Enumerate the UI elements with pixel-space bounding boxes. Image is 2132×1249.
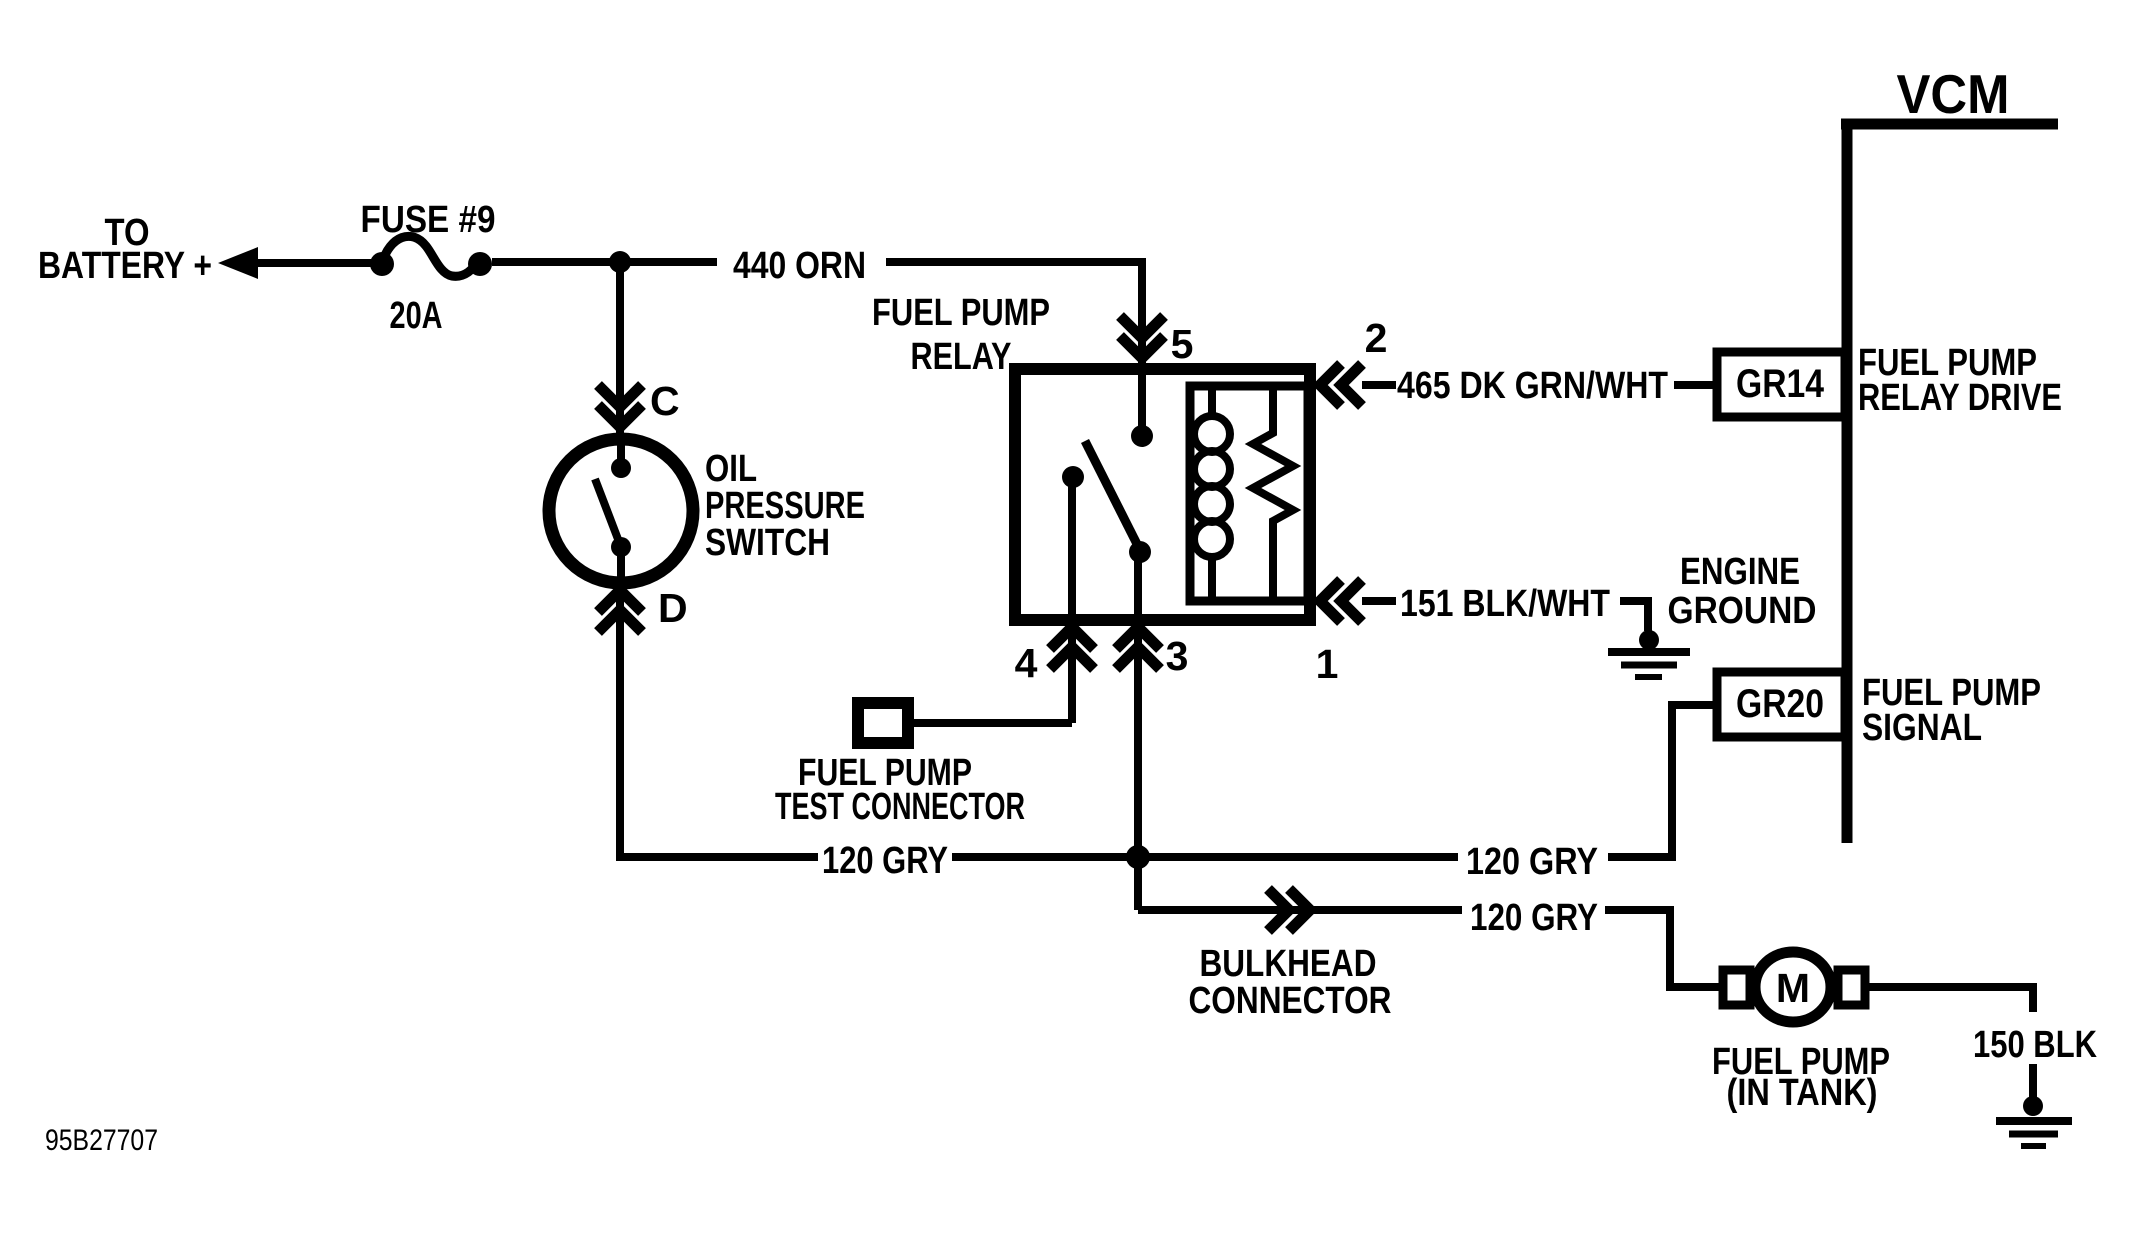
engine-ground-icon — [1608, 630, 1690, 680]
terminal-d-label: D — [658, 585, 688, 631]
relay-pin1-label: 1 — [1316, 641, 1339, 687]
vcm-title: VCM — [1897, 63, 2010, 125]
oil-switch-label-line1: OIL — [705, 448, 757, 490]
fuel-pump-terminal-right — [1833, 965, 1870, 1010]
gr20-label: GR20 — [1736, 682, 1824, 726]
oil-switch-blade — [591, 477, 625, 549]
relay-label-line1: FUEL PUMP — [872, 292, 1050, 334]
terminal-c-label: C — [650, 378, 680, 424]
wire-440-orn-label: 440 ORN — [733, 245, 866, 287]
junction-dot-top — [609, 251, 631, 273]
battery-label-line2: BATTERY + — [38, 245, 212, 287]
oil-switch-label-line2: PRESSURE — [705, 485, 865, 527]
connector-d-icon — [594, 582, 646, 636]
relay-pin4-label: 4 — [1015, 640, 1038, 686]
relay-pin2-label: 2 — [1365, 315, 1388, 361]
relay-pin5-label: 5 — [1171, 321, 1194, 367]
gr14-label: GR14 — [1736, 362, 1825, 406]
relay-pin4-connector-icon — [1046, 619, 1098, 673]
tank-ground-icon — [1996, 1096, 2072, 1149]
test-connector-symbol — [852, 697, 914, 749]
pump-signal-label-line1: FUEL PUMP — [1862, 672, 2041, 714]
oil-switch-contact-top — [611, 458, 631, 478]
relay-pin3-connector-icon — [1112, 619, 1164, 673]
wire-150-blk-top — [1865, 983, 2037, 1012]
fuel-pump-label-line2: (IN TANK) — [1727, 1072, 1878, 1114]
wire-120-gry-pump-2 — [1605, 906, 1723, 991]
fuel-pump-motor-symbol — [1749, 946, 1837, 1028]
motor-m-label: M — [1776, 965, 1810, 1011]
bulkhead-label-line1: BULKHEAD — [1200, 943, 1377, 985]
test-connector-label-line1: FUEL PUMP — [798, 752, 972, 794]
relay-drive-label-line1: FUEL PUMP — [1858, 342, 2037, 384]
fuse-terminal-left — [370, 252, 394, 276]
wire-120-gry-switch-label: 120 GRY — [822, 840, 948, 882]
bulkhead-connector-icon — [1264, 885, 1318, 935]
relay-pin5-connector-icon — [1116, 312, 1168, 366]
wire-151-label: 151 BLK/WHT — [1400, 583, 1610, 625]
connector-c-icon — [594, 381, 646, 435]
battery-label-line1: TO — [105, 212, 150, 254]
gr20-connector-box — [1712, 667, 1850, 742]
engine-ground-dot — [1639, 630, 1659, 650]
oil-switch-label-line3: SWITCH — [705, 522, 830, 564]
relay-pin1-connector-icon — [1312, 576, 1366, 626]
test-connector-label-line2: TEST CONNECTOR — [775, 786, 1025, 828]
wire-120-gry-pump-label: 120 GRY — [1470, 897, 1598, 939]
engine-ground-label-line2: GROUND — [1668, 590, 1817, 632]
junction-dot-120gry — [1126, 845, 1150, 869]
gr14-connector-box — [1712, 347, 1850, 422]
relay-coil-frame — [1185, 381, 1313, 606]
wire-151-to-ground — [1620, 597, 1652, 631]
fuel-pump-label-line1: FUEL PUMP — [1712, 1041, 1890, 1083]
wire-465-label: 465 DK GRN/WHT — [1397, 365, 1668, 407]
pump-signal-label-line2: SIGNAL — [1862, 707, 1982, 749]
bulkhead-label-line2: CONNECTOR — [1189, 980, 1392, 1022]
fuse-rating: 20A — [390, 295, 443, 337]
relay-contact-pin5 — [1131, 425, 1153, 447]
engine-ground-label-line1: ENGINE — [1680, 551, 1800, 593]
relay-drive-label-line2: RELAY DRIVE — [1858, 377, 2062, 419]
relay-switch-blade — [1080, 438, 1145, 553]
relay-label-line2: RELAY — [911, 336, 1012, 378]
tank-ground-dot — [2023, 1096, 2043, 1116]
fuse-label: FUSE #9 — [361, 199, 496, 241]
wire-120-gry-signal-2 — [1608, 701, 1717, 861]
fuel-pump-terminal-left — [1718, 965, 1755, 1010]
battery-arrow-icon — [218, 247, 258, 279]
document-id: 95B27707 — [45, 1124, 158, 1157]
relay-pin3-label: 3 — [1166, 633, 1189, 679]
fuse-terminal-right — [468, 252, 492, 276]
relay-resistor-symbol — [1244, 390, 1302, 597]
relay-pin2-connector-icon — [1312, 360, 1366, 410]
fuse-symbol — [377, 231, 485, 281]
wire-oil-switch-out — [616, 583, 818, 861]
wire-150-blk-label: 150 BLK — [1973, 1024, 2097, 1066]
wire-120-gry-signal-label: 120 GRY — [1466, 841, 1598, 883]
